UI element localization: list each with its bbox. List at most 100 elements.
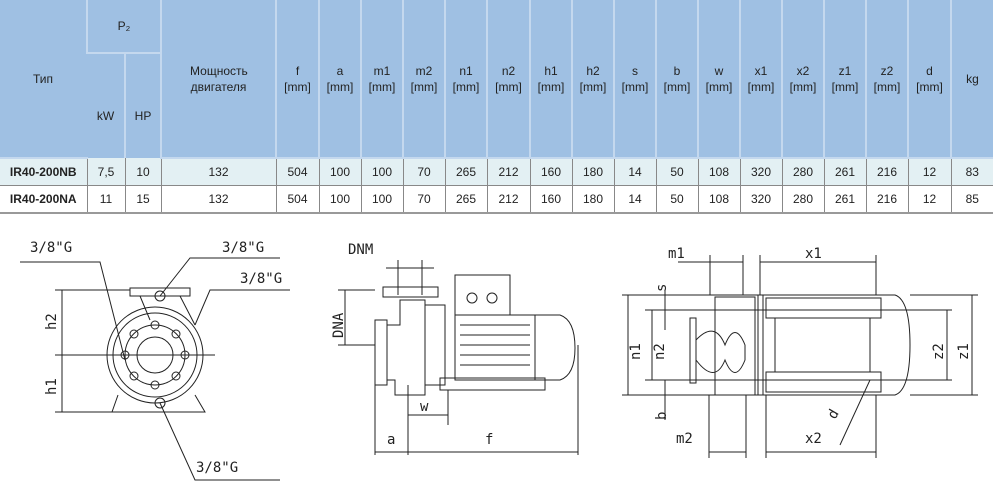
header-dim-unit: [mm] bbox=[410, 79, 438, 94]
header-dim-name: h2 bbox=[586, 63, 600, 78]
value-cell: 70 bbox=[402, 185, 446, 214]
value-cell: 108 bbox=[697, 158, 741, 186]
label-a: a bbox=[387, 432, 395, 448]
value-cell: 216 bbox=[865, 185, 909, 214]
value-cell: 10 bbox=[124, 158, 162, 186]
header-dim-unit: [mm] bbox=[368, 79, 396, 94]
header-f: f[mm] bbox=[275, 0, 320, 159]
header-dim-name: s bbox=[632, 63, 639, 78]
value-cell: 14 bbox=[613, 158, 657, 186]
value-cell: 265 bbox=[444, 185, 488, 214]
value-cell: 100 bbox=[360, 158, 404, 186]
header-dim-unit: [mm] bbox=[495, 79, 522, 94]
top-view-drawing bbox=[622, 255, 978, 458]
header-dim-name: z2 bbox=[880, 63, 894, 78]
label-m2: m2 bbox=[676, 431, 693, 447]
value-cell: 100 bbox=[318, 158, 362, 186]
header-h2: h2[mm] bbox=[571, 0, 615, 159]
value-cell: 50 bbox=[655, 185, 699, 214]
label-3-8-g-1: 3/8"G bbox=[30, 240, 72, 256]
value-cell: 12 bbox=[907, 185, 952, 214]
header-type: Тип bbox=[0, 0, 87, 159]
header-dim-name: n1 bbox=[459, 63, 473, 78]
label-3-8-g-2: 3/8"G bbox=[222, 240, 264, 256]
label-x2: x2 bbox=[805, 431, 822, 447]
header-dim-unit: [mm] bbox=[705, 79, 733, 94]
header-dim-unit: [mm] bbox=[789, 79, 817, 94]
value-cell: 180 bbox=[571, 185, 615, 214]
value-cell: 212 bbox=[486, 185, 531, 214]
value-cell: 50 bbox=[655, 158, 699, 186]
value-cell: 212 bbox=[486, 158, 531, 186]
header-b: b[mm] bbox=[655, 0, 699, 159]
value-cell: 504 bbox=[275, 185, 320, 214]
header-dim-unit: [mm] bbox=[537, 79, 565, 94]
label-n1: n1 bbox=[628, 343, 644, 360]
value-cell: 320 bbox=[739, 185, 783, 214]
header-hp: HP bbox=[123, 53, 162, 158]
header-a: a[mm] bbox=[318, 0, 362, 159]
value-cell: 85 bbox=[950, 185, 993, 214]
label-3-8-g-3: 3/8"G bbox=[240, 271, 282, 287]
value-cell: 7,5 bbox=[86, 158, 125, 186]
label-dna: DNA bbox=[331, 312, 347, 338]
header-dim-unit: [mm] bbox=[284, 79, 311, 94]
header-dim-name: x2 bbox=[796, 63, 810, 78]
label-3-8-g-4: 3/8"G bbox=[196, 460, 238, 476]
value-cell: 132 bbox=[160, 185, 277, 214]
value-cell: 100 bbox=[318, 185, 362, 214]
label-f: f bbox=[485, 432, 493, 448]
value-cell: 15 bbox=[124, 185, 162, 214]
value-cell: 261 bbox=[823, 158, 867, 186]
header-z2: z2[mm] bbox=[865, 0, 909, 159]
label-z1: z1 bbox=[956, 343, 972, 360]
label-w: w bbox=[420, 399, 429, 415]
label-z2: z2 bbox=[931, 343, 947, 360]
header-motor: Мощность двигателя bbox=[160, 0, 277, 159]
header-dim-unit: [mm] bbox=[873, 79, 901, 94]
label-s: s bbox=[654, 284, 670, 292]
header-dim-name: f bbox=[295, 63, 300, 78]
value-cell: 280 bbox=[781, 185, 825, 214]
value-cell: 216 bbox=[865, 158, 909, 186]
value-cell: 132 bbox=[160, 158, 277, 186]
header-dim-unit: [mm] bbox=[579, 79, 607, 94]
header-x1: x1[mm] bbox=[739, 0, 783, 159]
header-dim-name: z1 bbox=[838, 63, 852, 78]
value-cell: 12 bbox=[907, 158, 952, 186]
label-h2: h2 bbox=[44, 313, 60, 330]
header-dim-name: d bbox=[926, 63, 933, 78]
header-dim-name: x1 bbox=[754, 63, 768, 78]
value-cell: 504 bbox=[275, 158, 320, 186]
value-cell: 70 bbox=[402, 158, 446, 186]
header-dim-unit: [mm] bbox=[621, 79, 649, 94]
value-cell: 160 bbox=[529, 158, 573, 186]
header-kw: kW bbox=[87, 53, 125, 158]
header-m1: m1[mm] bbox=[360, 0, 404, 159]
header-h1: h1[mm] bbox=[529, 0, 573, 159]
value-cell: 11 bbox=[86, 185, 125, 214]
value-cell: 14 bbox=[613, 185, 657, 214]
model-cell: IR40-200NA bbox=[0, 185, 87, 214]
dimensions-table: Тип P₂ Мощность двигателя f[mm]a[mm]m1[m… bbox=[0, 0, 993, 214]
header-dim-name: n2 bbox=[501, 63, 516, 78]
side-view-drawing bbox=[338, 260, 579, 455]
header-z1: z1[mm] bbox=[823, 0, 867, 159]
header-s: s[mm] bbox=[613, 0, 657, 159]
model-cell: IR40-200NB bbox=[0, 158, 87, 186]
label-d: d bbox=[825, 407, 843, 422]
label-x1: x1 bbox=[805, 246, 822, 262]
header-dim-unit: [mm] bbox=[326, 79, 354, 94]
value-cell: 108 bbox=[697, 185, 741, 214]
label-n2: n2 bbox=[652, 343, 668, 360]
value-cell: 320 bbox=[739, 158, 783, 186]
value-cell: 83 bbox=[950, 158, 993, 186]
header-n2: n2[mm] bbox=[486, 0, 531, 159]
header-dim-name: m1 bbox=[373, 63, 391, 78]
value-cell: 261 bbox=[823, 185, 867, 214]
value-cell: 180 bbox=[571, 158, 615, 186]
header-dim-name: a bbox=[336, 63, 344, 78]
